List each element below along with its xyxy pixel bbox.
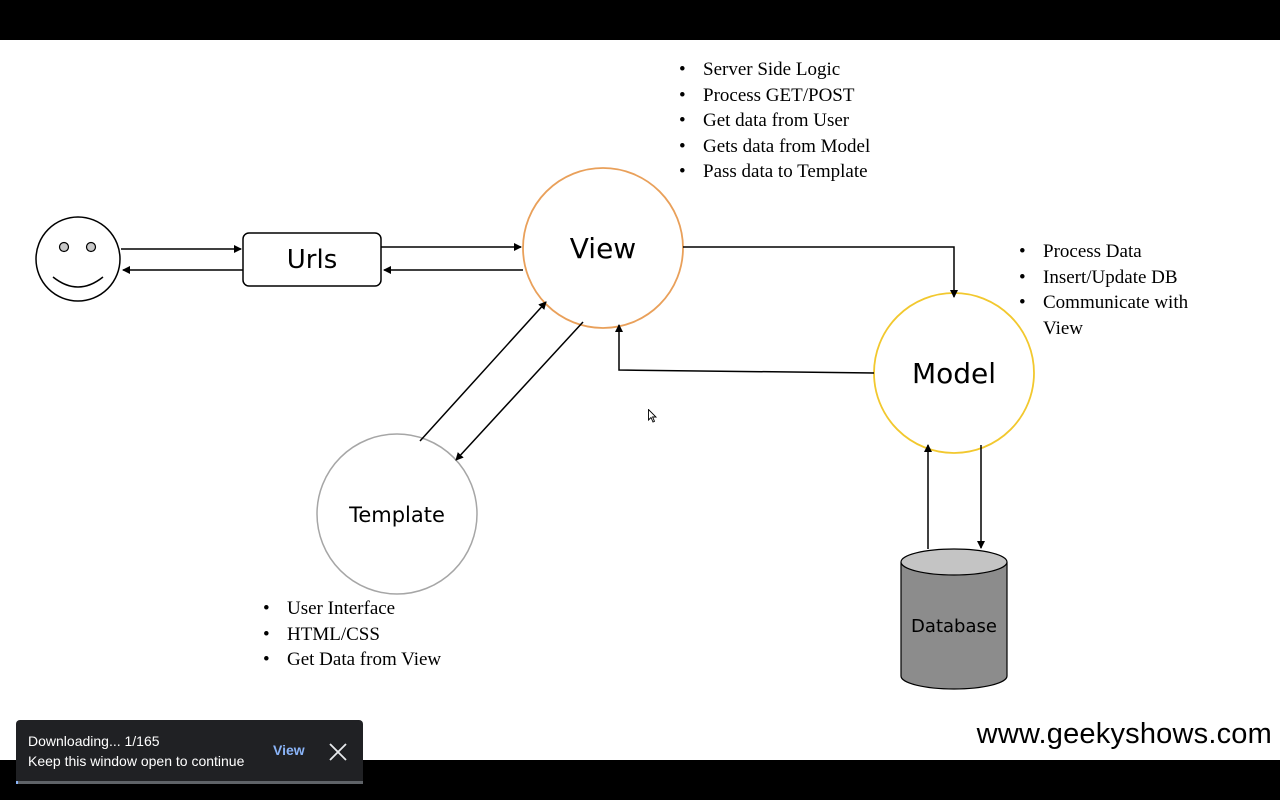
list-item: User Interface xyxy=(263,596,563,622)
database-cylinder xyxy=(900,548,1008,690)
list-item: Server Side Logic xyxy=(679,57,979,83)
toast-title: Downloading... 1/165 xyxy=(28,733,160,749)
view-button[interactable]: View xyxy=(273,742,305,758)
view-circle xyxy=(522,167,684,329)
arrow-model-to-view xyxy=(615,324,875,374)
template-notes-list: User Interface HTML/CSS Get Data from Vi… xyxy=(263,596,563,673)
model-notes-list: Process Data Insert/Update DB Communicat… xyxy=(1019,239,1229,341)
list-item: Pass data to Template xyxy=(679,159,979,185)
list-item: Get Data from View xyxy=(263,647,563,673)
template-circle xyxy=(316,433,478,595)
database-label: Database xyxy=(911,615,997,637)
close-button[interactable] xyxy=(328,742,348,762)
close-icon xyxy=(329,743,347,761)
list-item: Gets data from Model xyxy=(679,134,979,160)
arrow-view-to-template xyxy=(455,321,584,461)
list-item: HTML/CSS xyxy=(263,622,563,648)
arrow-template-to-view xyxy=(419,301,547,442)
list-item: Get data from User xyxy=(679,108,979,134)
list-item: Insert/Update DB xyxy=(1019,265,1229,291)
toast-message: Keep this window open to continue xyxy=(28,753,245,769)
list-item: Process Data xyxy=(1019,239,1229,265)
user-smiley-icon xyxy=(35,216,121,302)
model-label: Model xyxy=(911,356,997,390)
view-label: View xyxy=(569,231,637,265)
view-notes-list: Server Side Logic Process GET/POST Get d… xyxy=(679,57,979,185)
urls-label: Urls xyxy=(286,244,338,275)
mouse-pointer-icon xyxy=(648,409,658,423)
slide: Urls View Model Template Database Server… xyxy=(0,40,1280,760)
urls-box xyxy=(242,232,382,287)
mvt-diagram xyxy=(35,167,1035,690)
list-item: Process GET/POST xyxy=(679,83,979,109)
template-label: Template xyxy=(349,503,445,527)
site-watermark: www.geekyshows.com xyxy=(976,718,1272,750)
download-progress-bar xyxy=(16,781,363,784)
download-toast: Downloading... 1/165 Keep this window op… xyxy=(16,720,363,784)
arrow-view-to-model xyxy=(683,246,958,298)
list-item: Communicate with View xyxy=(1019,290,1229,341)
download-progress-fill xyxy=(16,781,19,784)
